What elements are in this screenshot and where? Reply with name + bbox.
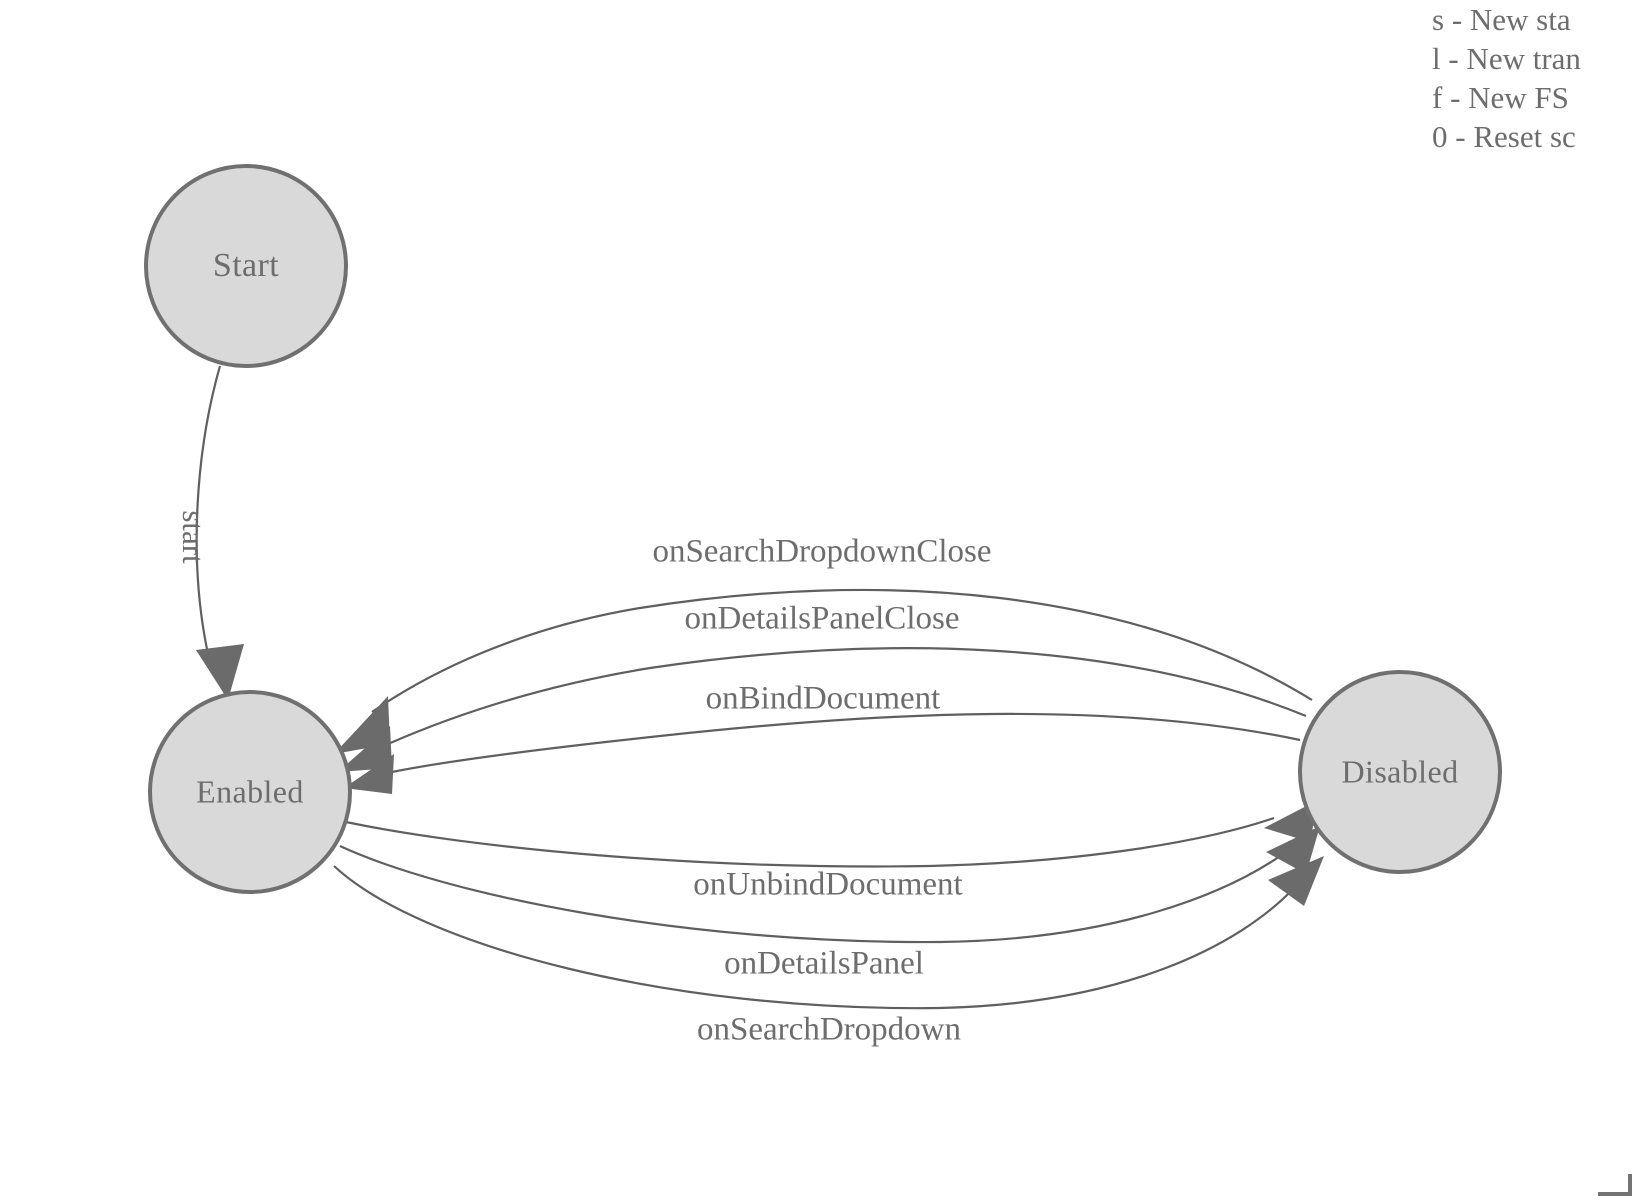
corner-resize-handle[interactable] [1598, 1174, 1632, 1196]
edge-arrowhead-onSearchDropdown [1268, 856, 1324, 906]
corner-vertical-line [1628, 1174, 1632, 1196]
edge-arrowhead-onBindDocument [344, 754, 394, 794]
help-line-new-state: s - New sta [1432, 2, 1571, 37]
edge-arrowhead-onDetailsPanel [1266, 826, 1320, 874]
edge-arrowhead-onDetailsPanelClose [338, 726, 392, 772]
edge-onSearchDropdownClose[interactable] [371, 588, 1313, 713]
edge-label-onBindDocument: onBindDocument [705, 680, 941, 717]
edge-start[interactable] [195, 365, 222, 655]
corner-horizontal-line [1598, 1192, 1632, 1196]
node-label-disabled: Disabled [1341, 753, 1459, 790]
node-disabled[interactable] [1298, 670, 1502, 874]
help-line-reset: 0 - Reset sc [1432, 119, 1576, 154]
node-label-start: Start [212, 247, 280, 284]
edge-onDetailsPanelClose[interactable] [387, 647, 1307, 746]
help-line-new-transition: l - New tran [1432, 41, 1581, 76]
edge-label-onSearchDropdown: onSearchDropdown [697, 1011, 961, 1048]
edge-onUnbindDocument[interactable] [345, 816, 1275, 868]
edge-label-onDetailsPanelClose: onDetailsPanelClose [684, 600, 960, 637]
edge-arrowhead-start [196, 644, 244, 700]
help-line-new-fsm: f - New FS [1432, 80, 1569, 115]
edge-onDetailsPanel[interactable] [339, 845, 1287, 944]
edge-onSearchDropdown[interactable] [333, 865, 1297, 1010]
node-enabled[interactable] [148, 690, 352, 894]
node-start[interactable] [144, 164, 348, 368]
node-label-enabled: Enabled [196, 773, 304, 810]
edge-label-onUnbindDocument: onUnbindDocument [693, 866, 963, 903]
edge-label-start: start [176, 510, 211, 564]
keyboard-shortcuts-help: s - New sta l - New tran f - New FS 0 - … [1432, 0, 1632, 156]
edge-arrowhead-onUnbindDocument [1264, 800, 1318, 842]
edge-label-onDetailsPanel: onDetailsPanel [724, 945, 924, 982]
edge-label-onSearchDropdownClose: onSearchDropdownClose [652, 533, 992, 570]
edge-onBindDocument[interactable] [391, 712, 1301, 774]
